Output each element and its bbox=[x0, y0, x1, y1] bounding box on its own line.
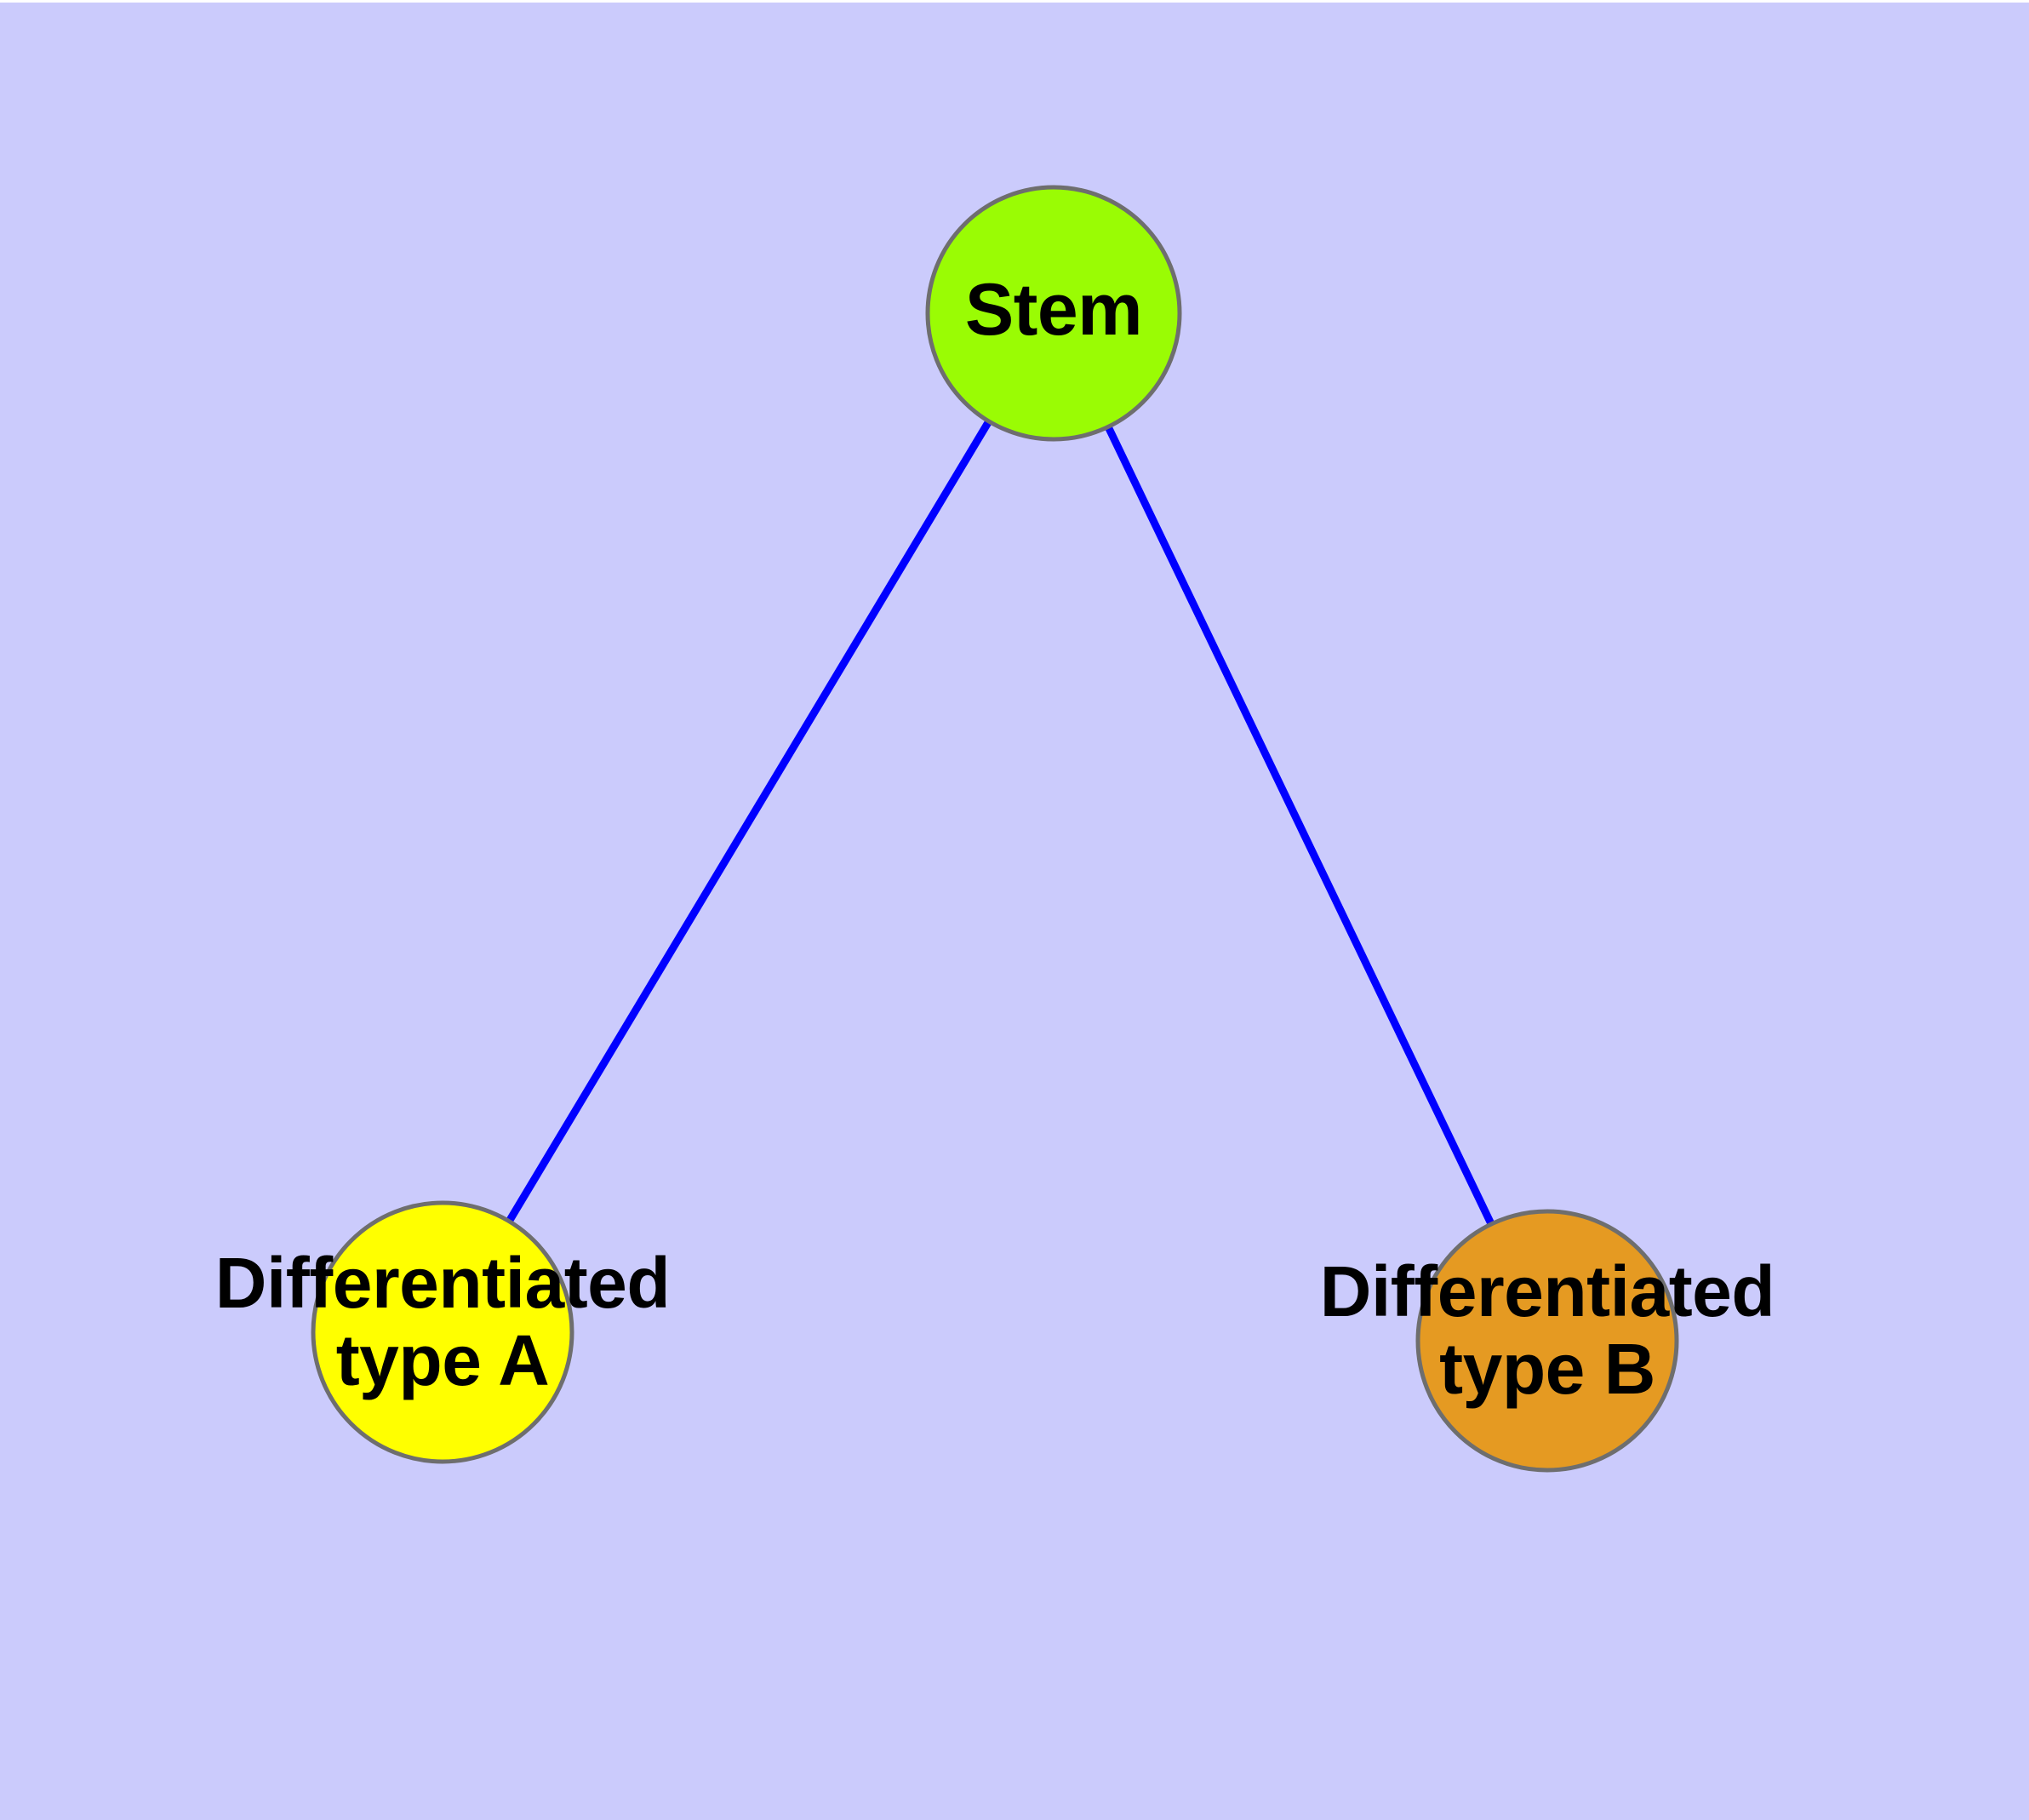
node-differentiated-type-b[interactable] bbox=[1415, 1209, 1679, 1473]
node-differentiated-type-a[interactable] bbox=[311, 1200, 574, 1464]
edge-stem-to-differentiated-type-a[interactable] bbox=[439, 311, 1057, 1335]
node-stem[interactable] bbox=[925, 185, 1182, 442]
node-layer bbox=[311, 185, 1679, 1473]
edge-layer bbox=[439, 311, 1552, 1342]
edge-stem-to-differentiated-type-b[interactable] bbox=[1049, 312, 1552, 1342]
